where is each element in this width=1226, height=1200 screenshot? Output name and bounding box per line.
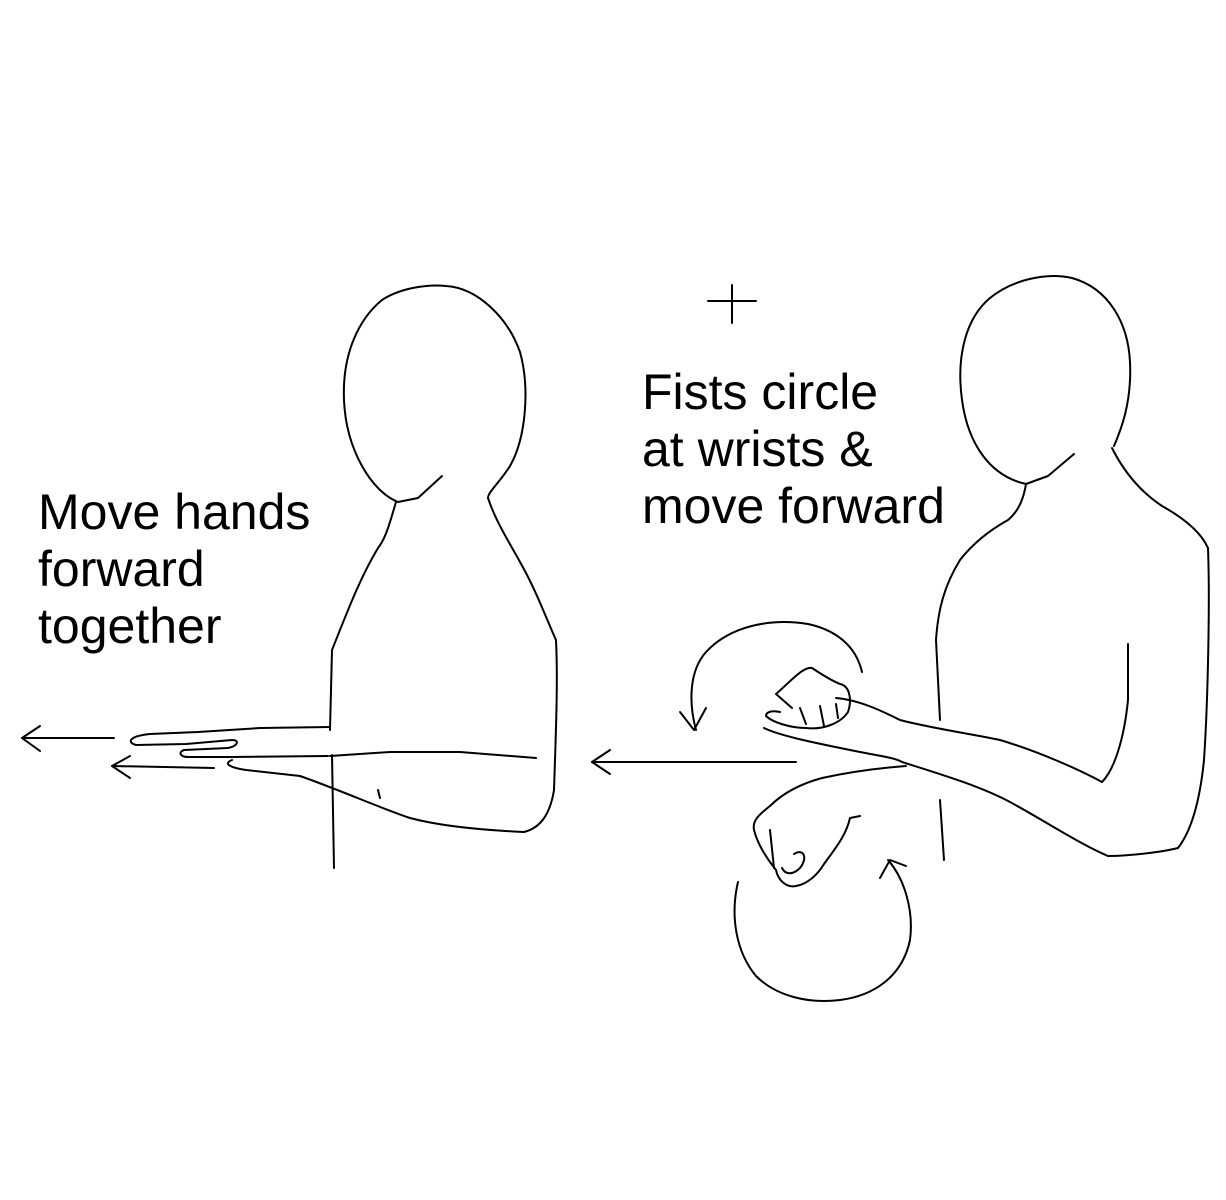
left-figure-upper-hand [129, 726, 331, 758]
right-caption: Fists circle at wrists & move forward [642, 364, 945, 535]
left-figure-back [487, 497, 558, 833]
right-caption-line: Fists circle [642, 364, 879, 420]
left-caption: Move hands forward together [38, 484, 310, 655]
arrow-forward-right [591, 749, 797, 775]
left-caption-line: together [38, 598, 222, 654]
right-figure-head [959, 275, 1132, 485]
left-motion-arrows [21, 725, 215, 779]
right-figure-upper-fist [763, 666, 903, 763]
right-figure-arm-inner [1101, 643, 1129, 783]
left-figure-neck-front [329, 501, 397, 731]
arrow-circle-upper [679, 621, 863, 731]
left-figure-elbow-mark [377, 789, 381, 799]
center-cross-mark [707, 284, 757, 324]
arrow-circle-lower [733, 859, 912, 1002]
right-figure-lower-fist [752, 765, 907, 888]
left-caption-line: Move hands [38, 484, 311, 540]
right-motion-arrows [591, 621, 912, 1002]
arrow-forward-lower [111, 755, 215, 779]
right-caption-line: move forward [642, 478, 945, 534]
left-figure-front-torso [331, 754, 335, 869]
left-figure-lower-arm [227, 759, 525, 833]
right-figure [752, 275, 1210, 888]
left-caption-line: forward [38, 541, 205, 597]
arrow-forward-upper [21, 725, 115, 752]
right-figure-back [1107, 447, 1210, 857]
left-figure [129, 284, 558, 869]
left-figure-lower-hand [329, 751, 537, 759]
right-figure-upper-forearm [835, 697, 1103, 783]
right-figure-chin [1025, 453, 1075, 485]
right-figure-lower-forearm [901, 761, 1109, 857]
right-figure-torso-front [939, 799, 945, 861]
left-figure-chin [397, 475, 443, 503]
left-figure-head [342, 284, 527, 503]
right-figure-neck-front [935, 483, 1027, 721]
right-caption-line: at wrists & [642, 421, 873, 477]
